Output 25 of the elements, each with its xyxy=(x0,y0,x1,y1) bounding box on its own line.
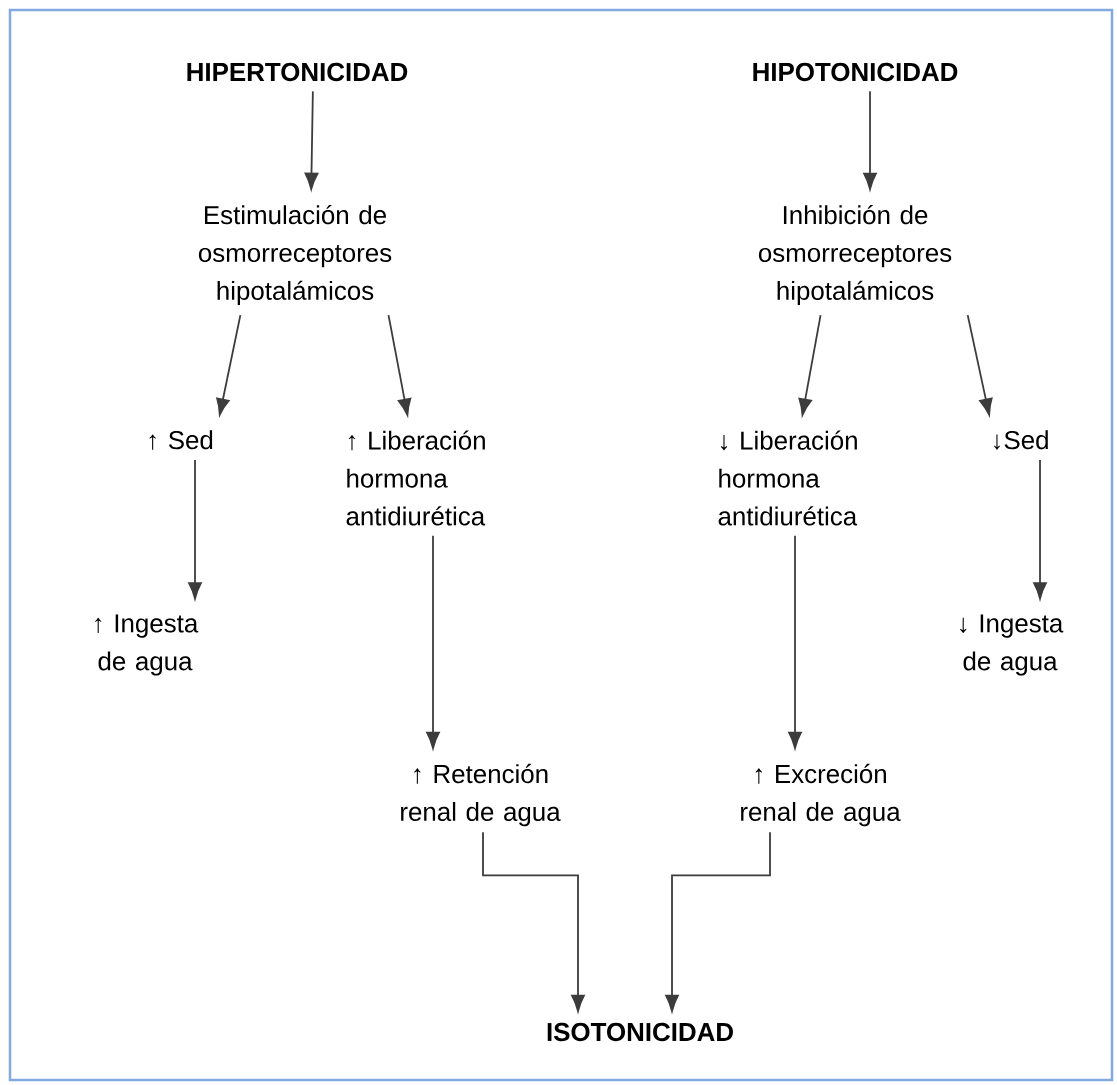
arrow xyxy=(798,314,822,416)
flow-text: ↓ Ingesta de agua xyxy=(960,614,1064,676)
flow-text: ↓ Liberación hormona antidiurética xyxy=(718,430,858,526)
flow-text: ↑ Sed xyxy=(149,430,213,450)
arrow xyxy=(304,90,319,190)
arrow xyxy=(188,459,202,600)
arrow xyxy=(1033,459,1047,600)
flow-text: ↑ Excreción renal de agua xyxy=(741,763,901,827)
flow-text: ↓Sed xyxy=(993,430,1048,450)
flow-text: ↑ Liberación hormona antidiurética xyxy=(346,430,486,526)
flow-text: ↑ Retención renal de agua xyxy=(401,763,561,827)
heading-text: HIPOTONICIDAD xyxy=(753,62,958,82)
arrow xyxy=(387,314,412,416)
arrow xyxy=(788,534,802,749)
arrow xyxy=(665,831,771,1012)
heading-text: HIPERTONICIDAD xyxy=(187,62,408,82)
flow-text: Estimulación de osmorreceptores hipotalámicos xyxy=(198,204,392,306)
arrow xyxy=(216,314,242,416)
flow-text: ↑ Ingesta de agua xyxy=(95,614,199,676)
heading-text: ISOTONICIDAD xyxy=(547,1022,733,1042)
flow-text: Inhibición de osmorreceptores hipotalámicos xyxy=(758,204,952,306)
arrow xyxy=(863,90,877,190)
arrow xyxy=(426,534,440,749)
arrow xyxy=(966,314,993,416)
arrow xyxy=(482,831,585,1012)
